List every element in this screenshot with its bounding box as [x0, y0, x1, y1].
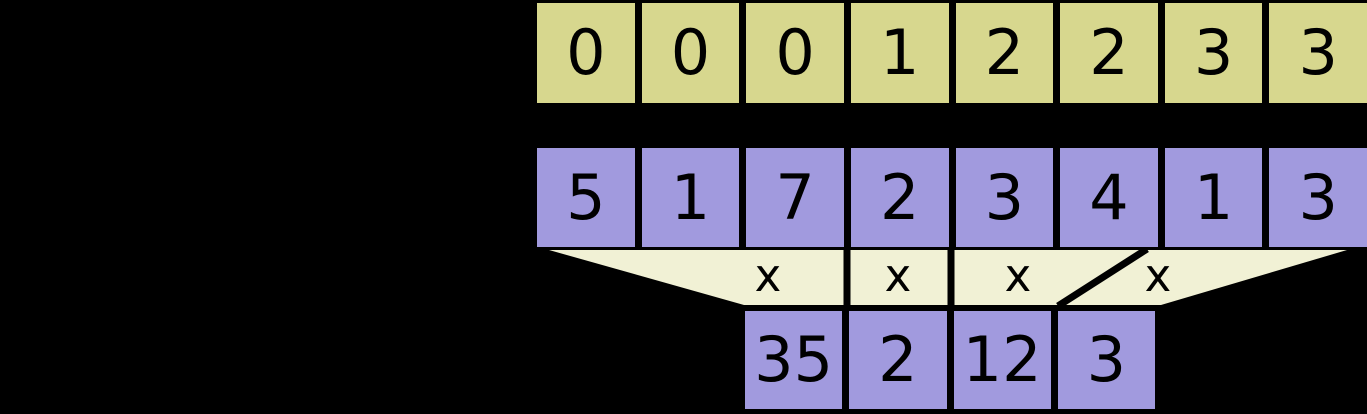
- product-cell: 3: [1057, 311, 1155, 409]
- index-cell: 3: [1269, 3, 1367, 103]
- value-cell: 3: [955, 148, 1054, 247]
- multiply-operator: x: [1145, 249, 1172, 302]
- value-cell: 2: [850, 148, 949, 247]
- multiply-operator: x: [1005, 249, 1032, 302]
- product-row: 35 2 12 3: [738, 305, 1162, 409]
- value-cell: 1: [641, 148, 740, 247]
- index-row: 0 0 0 1 2 2 3 3: [530, 0, 1367, 103]
- index-cell: 2: [955, 3, 1054, 103]
- multiply-operator: x: [755, 249, 782, 302]
- product-cell: 12: [953, 311, 1051, 409]
- value-cell: 7: [746, 148, 844, 247]
- index-cell: 3: [1164, 3, 1263, 103]
- value-cell: 5: [537, 148, 635, 247]
- value-row: 5 1 7 2 3 4 1 3: [530, 145, 1367, 247]
- value-cell: 1: [1164, 148, 1263, 247]
- value-cell: 3: [1269, 148, 1367, 247]
- index-cell: 2: [1060, 3, 1158, 103]
- index-cell: 0: [537, 3, 635, 103]
- product-cell: 35: [745, 311, 843, 409]
- product-cell: 2: [849, 311, 947, 409]
- index-cell: 0: [746, 3, 844, 103]
- index-cell: 0: [641, 3, 740, 103]
- multiply-operator: x: [885, 249, 912, 302]
- value-cell: 4: [1060, 148, 1158, 247]
- index-cell: 1: [850, 3, 949, 103]
- funnel-divider-diagonal: [1056, 246, 1149, 309]
